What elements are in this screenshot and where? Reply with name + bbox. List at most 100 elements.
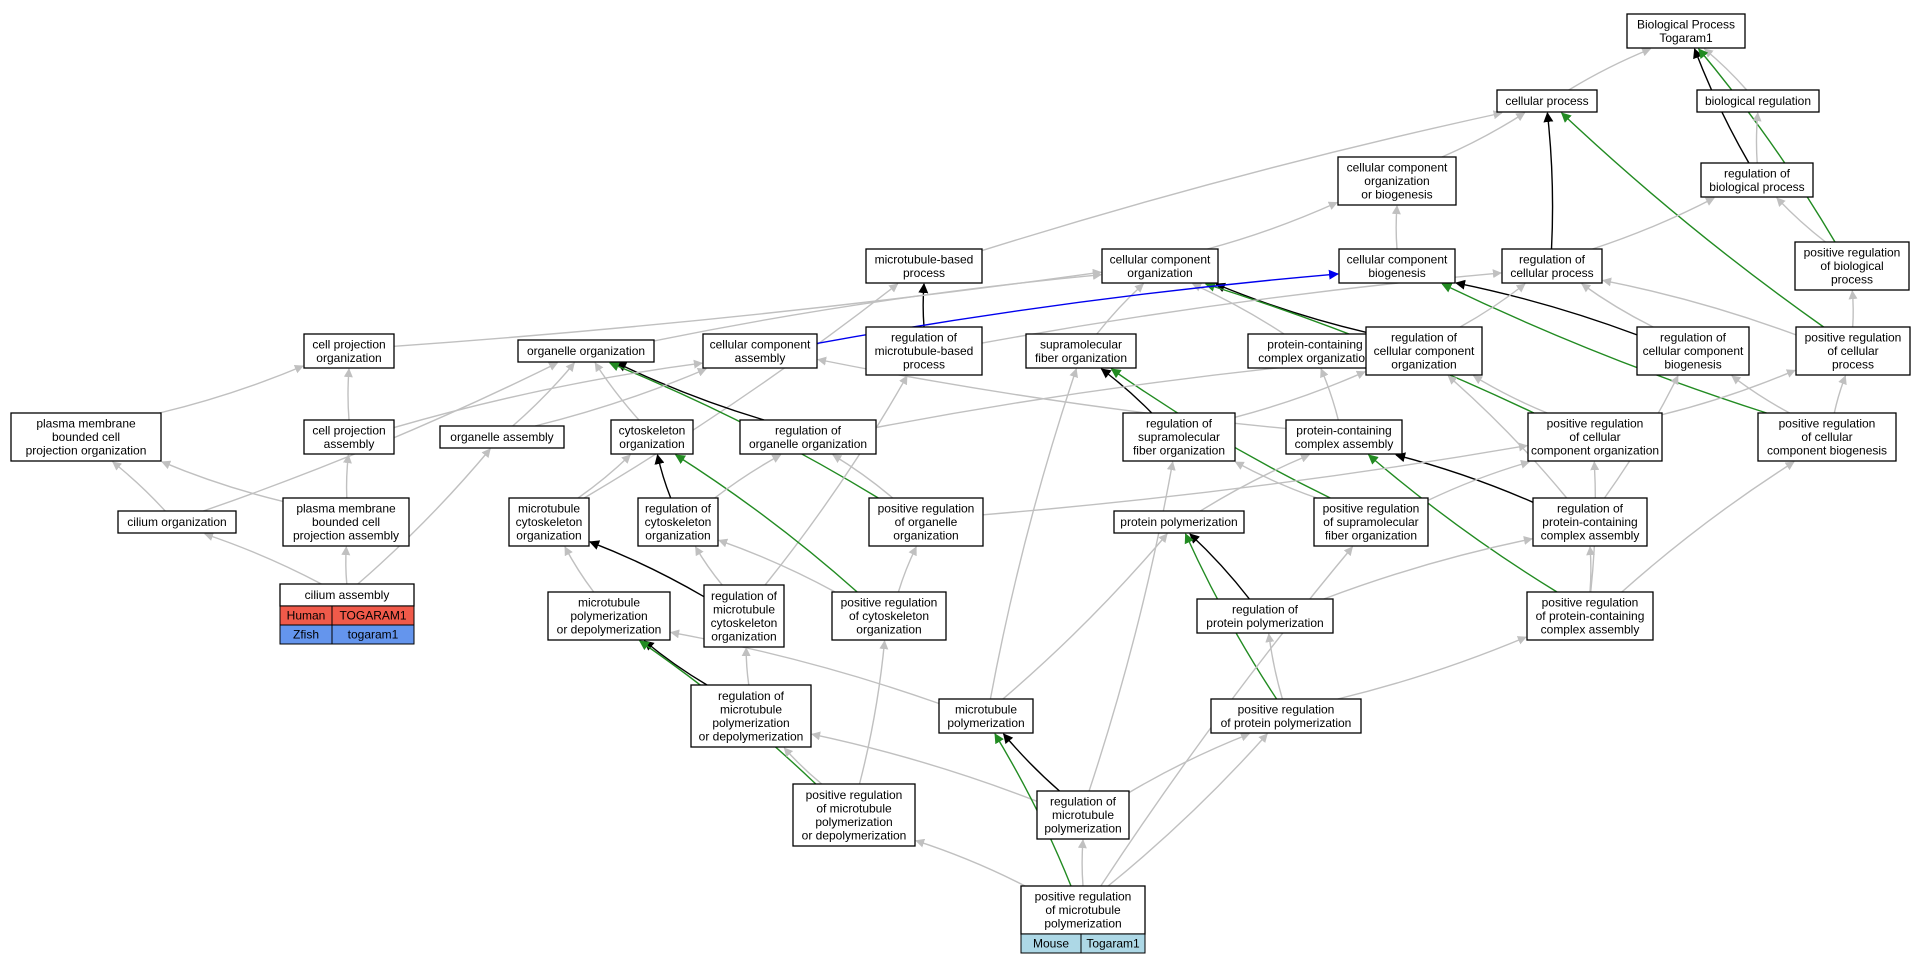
term-label: biological process	[1709, 180, 1804, 194]
term-box	[282, 497, 410, 547]
term-box	[1501, 248, 1603, 284]
edge-prcp-to-rcp	[1602, 277, 1797, 336]
term-box	[117, 510, 237, 534]
term-label: organization	[1391, 358, 1456, 372]
term-box	[739, 419, 877, 455]
term-label: of protein polymerization	[1221, 716, 1352, 730]
term-label: process	[1832, 358, 1874, 372]
term-label: positive regulation	[1323, 502, 1420, 516]
edge-rsfo-to-rcco	[1234, 370, 1366, 418]
term-node-rmpd[interactable]: regulation ofmicrotubulepolymerizationor…	[690, 684, 812, 748]
term-node-rmco[interactable]: regulation ofmicrotubulecytoskeletonorga…	[703, 584, 785, 648]
term-label: polymerization	[947, 716, 1024, 730]
term-node-ca[interactable]: cilium assembly	[279, 583, 415, 607]
term-label: polymerization	[1044, 917, 1121, 931]
edge-rco-to-roo	[714, 454, 782, 499]
svg-text:Togaram1: Togaram1	[1086, 937, 1140, 951]
term-label: bounded cell	[52, 430, 120, 444]
edge-rmpd-to-mpd	[643, 640, 708, 686]
term-node-oa[interactable]: organelle assembly	[439, 425, 565, 449]
term-label: biogenesis	[1664, 358, 1721, 372]
term-label: projection organization	[26, 444, 147, 458]
svg-text:TOGARAM1: TOGARAM1	[339, 609, 406, 623]
term-box	[1337, 156, 1457, 206]
term-label: microtubule-based	[875, 344, 974, 358]
term-box	[1285, 419, 1403, 455]
edge-mpd-to-mco	[564, 546, 595, 593]
term-node-cp[interactable]: cellular process	[1496, 89, 1598, 113]
term-label: of microtubule	[1045, 903, 1121, 917]
term-box	[1700, 162, 1814, 198]
edge-rccb-to-rcp	[1581, 283, 1654, 328]
gene-cell-species: Mouse	[1020, 933, 1082, 954]
term-box	[938, 698, 1034, 734]
term-node-pp[interactable]: protein polymerization	[1113, 510, 1245, 534]
term-label: cellular component	[1347, 252, 1448, 266]
term-label: polymerization	[712, 716, 789, 730]
term-node-cio[interactable]: cilium organization	[117, 510, 237, 534]
term-label: complex assembly	[1541, 529, 1640, 543]
edge-cp-to-bp	[1568, 47, 1652, 91]
edge-rmco-to-rmbp	[764, 375, 908, 586]
term-label: regulation of	[1660, 331, 1727, 345]
term-label: of cellular	[1801, 430, 1852, 444]
term-label: organization	[893, 529, 958, 543]
term-label: protein polymerization	[1206, 616, 1323, 630]
edge-cpa-to-cpo	[343, 368, 353, 421]
term-label: cellular process	[1510, 266, 1593, 280]
edge-pp-to-pcca	[1200, 453, 1310, 512]
term-box	[303, 333, 395, 369]
term-node-br[interactable]: biological regulation	[1696, 89, 1820, 113]
term-label: microtubule	[713, 602, 775, 616]
term-label: of microtubule	[816, 801, 892, 815]
term-label: organization	[856, 623, 921, 637]
edge-rmpd-to-rmco	[741, 647, 751, 686]
term-box	[1527, 412, 1663, 462]
edge-cio-to-pmbcpo	[112, 461, 166, 512]
term-label: regulation of	[645, 502, 712, 516]
term-box	[1757, 412, 1897, 462]
term-node-oo[interactable]: organelle organization	[517, 339, 655, 363]
term-label: cellular process	[1505, 94, 1588, 108]
